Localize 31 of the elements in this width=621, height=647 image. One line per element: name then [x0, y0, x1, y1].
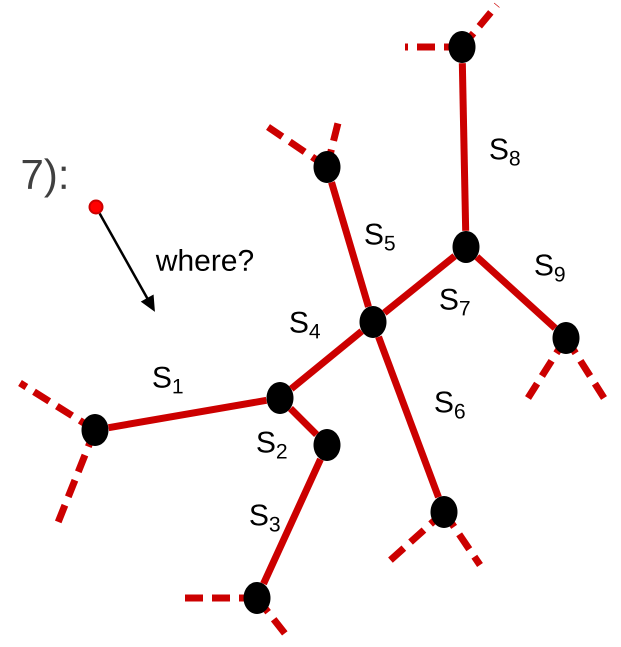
start-dot: [88, 200, 104, 214]
edge-label: S$_{4}$: [290, 312, 320, 338]
branch-line: [288, 406, 320, 438]
junction-dot: [430, 496, 458, 528]
junction-dot: [244, 582, 270, 614]
branch-line: [382, 253, 457, 316]
edge-label: where?: [156, 248, 254, 272]
edge-label: S$_{1}$: [153, 366, 183, 394]
junction-dot: [360, 306, 386, 338]
edge-label: S$_{9}$: [535, 254, 565, 282]
branch-line: [458, 63, 470, 231]
edge-label: S$_{3}$: [250, 504, 280, 532]
junction-dot: [266, 382, 294, 414]
junction-dot: [448, 31, 476, 63]
branch-line: [474, 254, 558, 331]
branch-line: [375, 336, 442, 498]
branch-line: [260, 458, 324, 586]
junction-dot: [452, 231, 480, 263]
junction-dot: [552, 322, 580, 354]
branch-line: [289, 328, 364, 392]
edge-label: S$_{7}$: [440, 288, 470, 316]
branch-line: [108, 396, 268, 432]
branch-line: [328, 181, 372, 308]
edge-label: S$_{2}$: [257, 431, 287, 459]
junction-dot: [314, 151, 340, 183]
junction-dot: [314, 429, 340, 461]
caption-text: 7):: [22, 158, 66, 198]
edge-label: S$_{8}$: [490, 138, 520, 166]
junction-dot: [82, 414, 108, 446]
edge-label: S$_{6}$: [435, 391, 465, 419]
edge-label: S$_{5}$: [365, 223, 395, 251]
